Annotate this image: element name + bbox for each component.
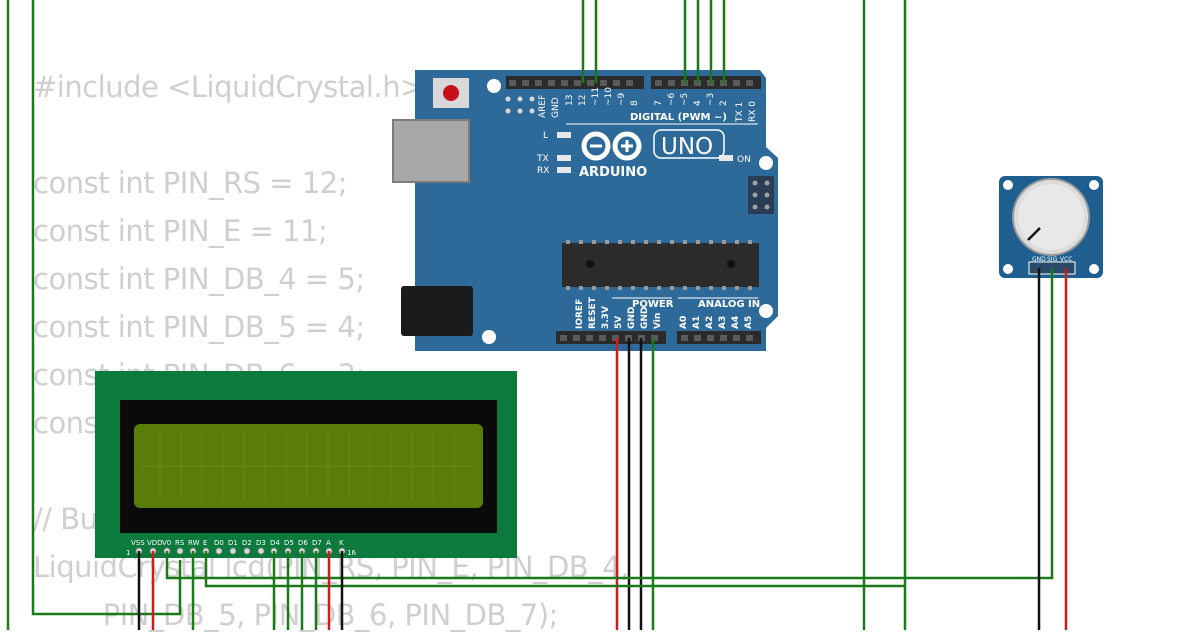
code-line: const int PIN_E = 11; — [33, 214, 328, 248]
pin-label: 13 — [565, 95, 575, 106]
lcd-pin-label: D2 — [242, 539, 252, 547]
power-header — [556, 331, 666, 344]
lcd-pin-label: RW — [188, 539, 200, 547]
pin-label: IOREF — [575, 299, 585, 329]
pin-label: 3.3V — [601, 306, 611, 329]
pin-label: TX 1 — [735, 102, 745, 123]
power-jack — [401, 286, 473, 336]
pot-pin-label-gnd: GND — [1032, 256, 1046, 263]
lcd-pin-label: D3 — [256, 539, 266, 547]
led-tx-label: TX — [536, 154, 549, 164]
pin-label: 7 — [654, 100, 664, 106]
pin-label: ~10 — [604, 87, 614, 106]
pin-label: A0 — [679, 316, 689, 329]
lcd-pin-label: V0 — [162, 539, 171, 547]
pin-label: ~11 — [591, 87, 601, 106]
pin-label: A2 — [705, 316, 715, 329]
lcd-pin-label: D6 — [298, 539, 308, 547]
lcd-pin-label: VDD — [147, 539, 163, 547]
wire-left-loop[interactable] — [31, 0, 182, 616]
arduino-uno-board[interactable]: AREF GND 13 12 ~11 ~10 ~9 8 7 ~6 ~5 4 ~3… — [392, 70, 778, 351]
arduino-logo-icon — [581, 131, 642, 161]
power-label: POWER — [632, 299, 674, 310]
pin-label: A5 — [744, 316, 754, 329]
knob-indicator — [1027, 227, 1041, 241]
pin-label: ~3 — [706, 93, 716, 106]
pin-label: 4 — [693, 100, 703, 106]
lcd-character-grid — [140, 432, 477, 500]
digital-label: DIGITAL (PWM ~) — [630, 112, 727, 123]
wire-lcd-v0[interactable] — [165, 268, 1054, 580]
wire-lcd-e[interactable] — [204, 551, 905, 588]
pin-label: 2 — [719, 100, 729, 106]
pin-label: ~6 — [667, 92, 677, 106]
lcd-pin-label: E — [203, 539, 207, 547]
pin-label: ~5 — [680, 93, 690, 106]
lcd-pin-number-first: 1 — [126, 549, 130, 557]
led-l-label: L — [543, 131, 548, 141]
usb-port — [392, 119, 470, 183]
lcd-pin-label: RS — [175, 539, 185, 547]
lcd-pin-number-last: 16 — [347, 549, 356, 557]
lcd-pin-label: D5 — [284, 539, 294, 547]
lcd-pin-label: D7 — [312, 539, 322, 547]
pin-label-gnd: GND — [551, 97, 561, 118]
lcd-pin-label: D4 — [270, 539, 280, 547]
microcontroller-chip — [562, 243, 759, 287]
pin-label: RX 0 — [748, 101, 758, 122]
reset-button[interactable] — [443, 85, 459, 101]
pin-label: A4 — [731, 316, 741, 329]
pin-label: A1 — [692, 316, 702, 329]
pin-label-aref: AREF — [538, 95, 548, 118]
pin-label: ~9 — [617, 92, 627, 106]
code-line: const int PIN_DB_4 = 5; — [33, 262, 365, 296]
analog-label: ANALOG IN — [698, 299, 760, 310]
digital-header-right — [651, 76, 761, 89]
lcd-pin-label: VSS — [131, 539, 145, 547]
pin-label: Vin — [653, 313, 663, 329]
pin-label: GND — [627, 307, 637, 329]
uno-label: UNO — [661, 134, 713, 160]
pot-pin-label-vcc: VCC — [1060, 256, 1072, 263]
lcd-pin-label: K — [339, 539, 344, 547]
pin-label: 8 — [630, 100, 640, 106]
led-on-label: ON — [737, 155, 751, 165]
lcd-1602[interactable]: VSS VDD V0 RS RW E D0 D1 D2 D3 D4 D5 D6 … — [95, 371, 517, 558]
wires-back — [6, 0, 907, 630]
pot-pin-label-sig: SIG — [1047, 256, 1058, 263]
wires-front — [137, 0, 1068, 630]
potentiometer-knob[interactable] — [1018, 184, 1084, 250]
lcd-pin-label: A — [326, 539, 331, 547]
code-line: #include <LiquidCrystal.h> — [33, 70, 424, 104]
lcd-pin-label: D1 — [228, 539, 238, 547]
pin-label: A3 — [718, 316, 728, 329]
potentiometer-module[interactable]: GND SIG VCC — [999, 176, 1103, 278]
pin-label: 5V — [614, 316, 624, 329]
pin-label: RESET — [588, 296, 598, 329]
lcd-pin-label: D0 — [214, 539, 224, 547]
code-line: const int PIN_RS = 12; — [33, 166, 348, 200]
pin-label: 12 — [578, 95, 588, 106]
arduino-logo-text: ARDUINO — [579, 165, 647, 180]
led-rx-label: RX — [537, 166, 549, 176]
pin-label: GND — [640, 307, 650, 329]
code-line: const int PIN_DB_5 = 4; — [33, 310, 365, 344]
